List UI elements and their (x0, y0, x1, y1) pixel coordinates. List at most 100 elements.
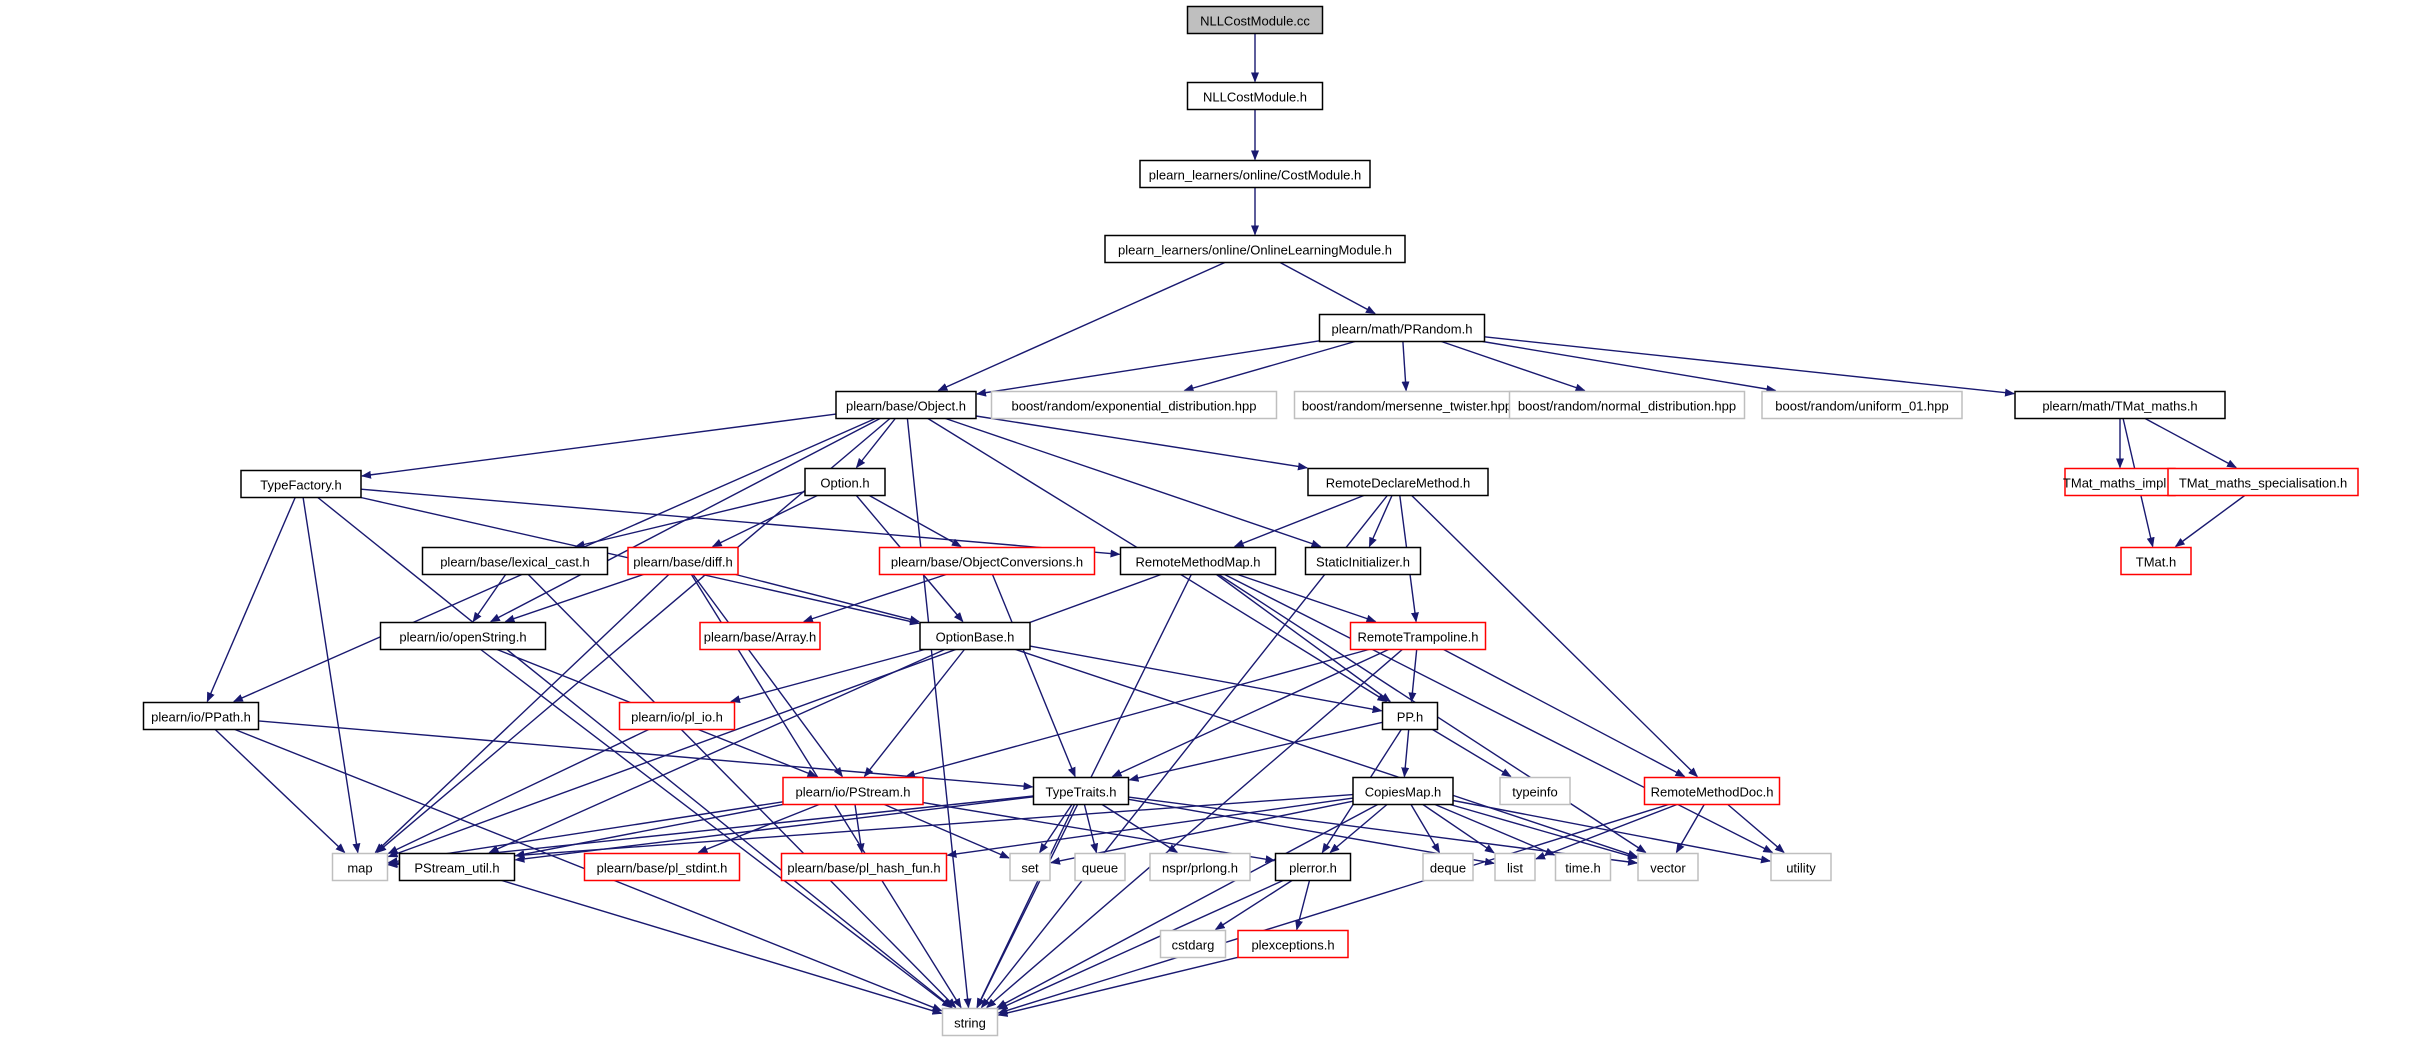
node-label: plearn/io/PStream.h (796, 785, 911, 800)
node-array[interactable]: plearn/base/Array.h (699, 621, 821, 651)
node-label: plearn/base/pl_hash_fun.h (787, 861, 940, 876)
node-label: string (954, 1016, 986, 1031)
node-box (878, 546, 1096, 576)
edge-olm-to-object (937, 261, 1226, 392)
node-box (1637, 852, 1699, 882)
node-label: TMat_maths_specialisation.h (2179, 476, 2347, 491)
node-box (1761, 390, 1963, 420)
edge-rtramp-to-typetraits (1111, 648, 1389, 778)
node-optionbase[interactable]: OptionBase.h (919, 621, 1031, 651)
node-rtramp[interactable]: RemoteTrampoline.h (1349, 621, 1487, 651)
node-tmatimpl[interactable]: TMat_maths_impl.h (2063, 467, 2177, 497)
edge-typetraits-to-queue (1083, 804, 1099, 854)
edge-rtramp-to-rmdoc (1443, 648, 1686, 778)
node-box (379, 621, 547, 651)
node-label: nspr/prlong.h (1162, 861, 1238, 876)
node-tmat[interactable]: TMat.h (2120, 546, 2192, 576)
node-vector: vector (1637, 852, 1699, 882)
edge-rtramp-to-pstream (904, 648, 1369, 778)
edge-tmatmaths-to-tmatspec (2144, 417, 2237, 469)
edge-typefactory-to-map (302, 497, 361, 854)
node-plio[interactable]: plearn/io/pl_io.h (618, 701, 736, 731)
node-tmatmaths[interactable]: plearn/math/TMat_maths.h (2014, 390, 2226, 420)
node-costmod[interactable]: plearn_learners/online/CostModule.h (1139, 159, 1371, 189)
node-map: map (331, 852, 389, 882)
node-box (780, 852, 948, 882)
node-box (142, 701, 260, 731)
node-label: plearn/io/PPath.h (151, 710, 251, 725)
node-plerror[interactable]: plerror.h (1274, 852, 1352, 882)
edge-rmdoc-to-utility (1727, 803, 1785, 854)
node-label: utility (1786, 861, 1816, 876)
node-label: plearn/base/pl_stdint.h (597, 861, 728, 876)
node-rmm[interactable]: RemoteMethodMap.h (1119, 546, 1277, 576)
node-prlong: nspr/prlong.h (1149, 852, 1251, 882)
node-prandom[interactable]: plearn/math/PRandom.h (1318, 313, 1486, 343)
node-olm[interactable]: plearn_learners/online/OnlineLearningMod… (1104, 234, 1406, 264)
node-stdint[interactable]: plearn/base/pl_stdint.h (583, 852, 741, 882)
edge-plio-to-map (387, 728, 650, 855)
node-diff[interactable]: plearn/base/diff.h (627, 546, 739, 576)
node-hashfun[interactable]: plearn/base/pl_hash_fun.h (780, 852, 948, 882)
node-bexp: boost/random/exponential_distribution.hp… (990, 390, 1278, 420)
node-object[interactable]: plearn/base/Object.h (835, 390, 977, 420)
node-label: RemoteMethodMap.h (1135, 555, 1260, 570)
node-box (1159, 929, 1227, 959)
node-box (941, 1007, 999, 1037)
node-plexceptions[interactable]: plexceptions.h (1237, 929, 1349, 959)
node-box (331, 852, 389, 882)
node-typefactory[interactable]: TypeFactory.h (240, 469, 362, 499)
edge-plerror-to-string (997, 879, 1284, 1010)
node-lexcast[interactable]: plearn/base/lexical_cast.h (421, 546, 609, 576)
node-box (1104, 234, 1406, 264)
edge-lexcast-to-string (527, 574, 957, 1009)
edge-tmatspec-to-tmat (2174, 494, 2246, 548)
edge-copiesmap-to-hashfun (946, 797, 1354, 858)
node-label: CopiesMap.h (1365, 785, 1442, 800)
edge-plerror-to-plexceptions (1295, 880, 1311, 931)
node-pp[interactable]: PP.h (1381, 701, 1439, 731)
edge-rmm-to-utility (1224, 573, 1774, 854)
edge-typetraits-to-set (1039, 804, 1073, 854)
node-box (1237, 929, 1349, 959)
edge-typetraits-to-string (976, 804, 1076, 1009)
edge-pp-to-typeinfo (1432, 728, 1512, 778)
node-staticinit[interactable]: StaticInitializer.h (1304, 546, 1422, 576)
edge-prandom-to-bmt (1401, 341, 1410, 392)
node-label: plearn_learners/online/OnlineLearningMod… (1118, 243, 1392, 258)
node-box (990, 390, 1278, 420)
edge-rmm-to-pp (1216, 573, 1392, 703)
node-rdm[interactable]: RemoteDeclareMethod.h (1307, 467, 1489, 497)
node-label: RemoteDeclareMethod.h (1326, 476, 1471, 491)
node-label: plerror.h (1289, 861, 1337, 876)
node-label: PP.h (1397, 710, 1424, 725)
node-typetraits[interactable]: TypeTraits.h (1032, 776, 1130, 806)
node-nllcc[interactable]: NLLCostModule.cc (1186, 5, 1324, 35)
node-box (1186, 81, 1324, 111)
edge-copiesmap-to-deque (1410, 804, 1441, 854)
node-pstreamutil[interactable]: PStream_util.h (398, 852, 516, 882)
node-label: OptionBase.h (936, 630, 1015, 645)
node-objconv[interactable]: plearn/base/ObjectConversions.h (878, 546, 1096, 576)
node-box (1494, 852, 1536, 882)
edge-rmm-to-rtramp (1237, 573, 1377, 623)
node-box (835, 390, 977, 420)
edge-plerror-to-cstdarg (1214, 879, 1293, 931)
node-box (618, 701, 736, 731)
node-rmdoc[interactable]: RemoteMethodDoc.h (1643, 776, 1781, 806)
node-ppath[interactable]: plearn/io/PPath.h (142, 701, 260, 731)
node-tmatspec[interactable]: TMat_maths_specialisation.h (2167, 467, 2359, 497)
node-label: TypeTraits.h (1045, 785, 1116, 800)
node-bunif: boost/random/uniform_01.hpp (1761, 390, 1963, 420)
node-copiesmap[interactable]: CopiesMap.h (1352, 776, 1454, 806)
edge-prandom-to-tmatmaths (1484, 336, 2015, 397)
node-option[interactable]: Option.h (804, 467, 886, 497)
edge-typetraits-to-pstreamutil (514, 796, 1034, 863)
edge-rtramp-to-pp (1408, 649, 1418, 703)
node-pstream[interactable]: plearn/io/PStream.h (782, 776, 924, 806)
node-label: boost/random/uniform_01.hpp (1775, 399, 1948, 414)
node-openstring[interactable]: plearn/io/openString.h (379, 621, 547, 651)
node-nllh[interactable]: NLLCostModule.h (1186, 81, 1324, 111)
node-bmt: boost/random/mersenne_twister.hpp (1293, 390, 1521, 420)
